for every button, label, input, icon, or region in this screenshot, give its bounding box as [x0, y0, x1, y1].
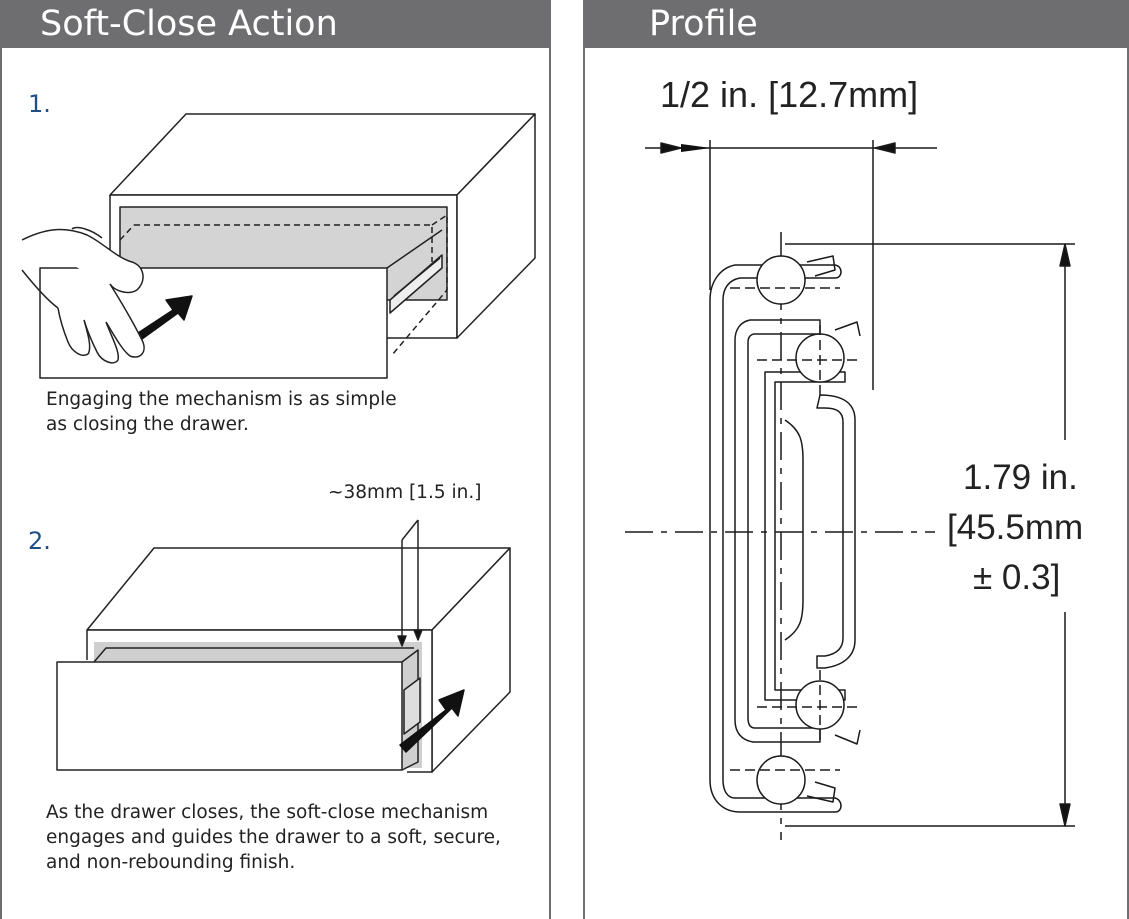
inner-rail	[816, 394, 856, 669]
drawer-cabinet-open-illustration	[21, 113, 536, 379]
distance-label: ~38mm [1.5 in.]	[328, 482, 482, 503]
slide-profile-drawing	[625, 140, 1075, 840]
middle-rail	[734, 319, 821, 743]
height-dimension-label-line-2: [45.5mm	[947, 508, 1084, 547]
drawer-illustrations	[21, 113, 536, 773]
width-dimension-lines	[645, 140, 937, 390]
step-1-caption-line-2: as closing the drawer.	[46, 414, 249, 435]
step-2-caption-line-1: As the drawer closes, the soft-close mec…	[46, 802, 489, 823]
soft-close-action-title: Soft-Close Action	[0, 0, 551, 48]
height-dimension-label-line-1: 1.79 in.	[963, 458, 1078, 497]
height-dimension-lines	[785, 243, 1075, 827]
step-2-number: 2.	[28, 527, 51, 555]
ball-bearings	[756, 255, 845, 805]
step-2-caption-line-3: and non-rebounding finish.	[46, 852, 296, 873]
outer-rail	[709, 264, 842, 813]
step-2-caption-line-2: engages and guides the drawer to a soft,…	[46, 827, 501, 848]
drawer-cabinet-closing-illustration	[56, 519, 511, 773]
soft-close-action-panel: Soft-Close Action 1.	[0, 0, 551, 919]
step-1-number: 1.	[28, 90, 51, 118]
profile-panel: Profile	[583, 0, 1129, 919]
step-1-caption-line-1: Engaging the mechanism is as simple	[46, 389, 397, 410]
profile-title: Profile	[583, 0, 1129, 48]
height-dimension-label-line-3: ± 0.3]	[973, 558, 1061, 597]
width-dimension-label: 1/2 in. [12.7mm]	[660, 74, 919, 115]
